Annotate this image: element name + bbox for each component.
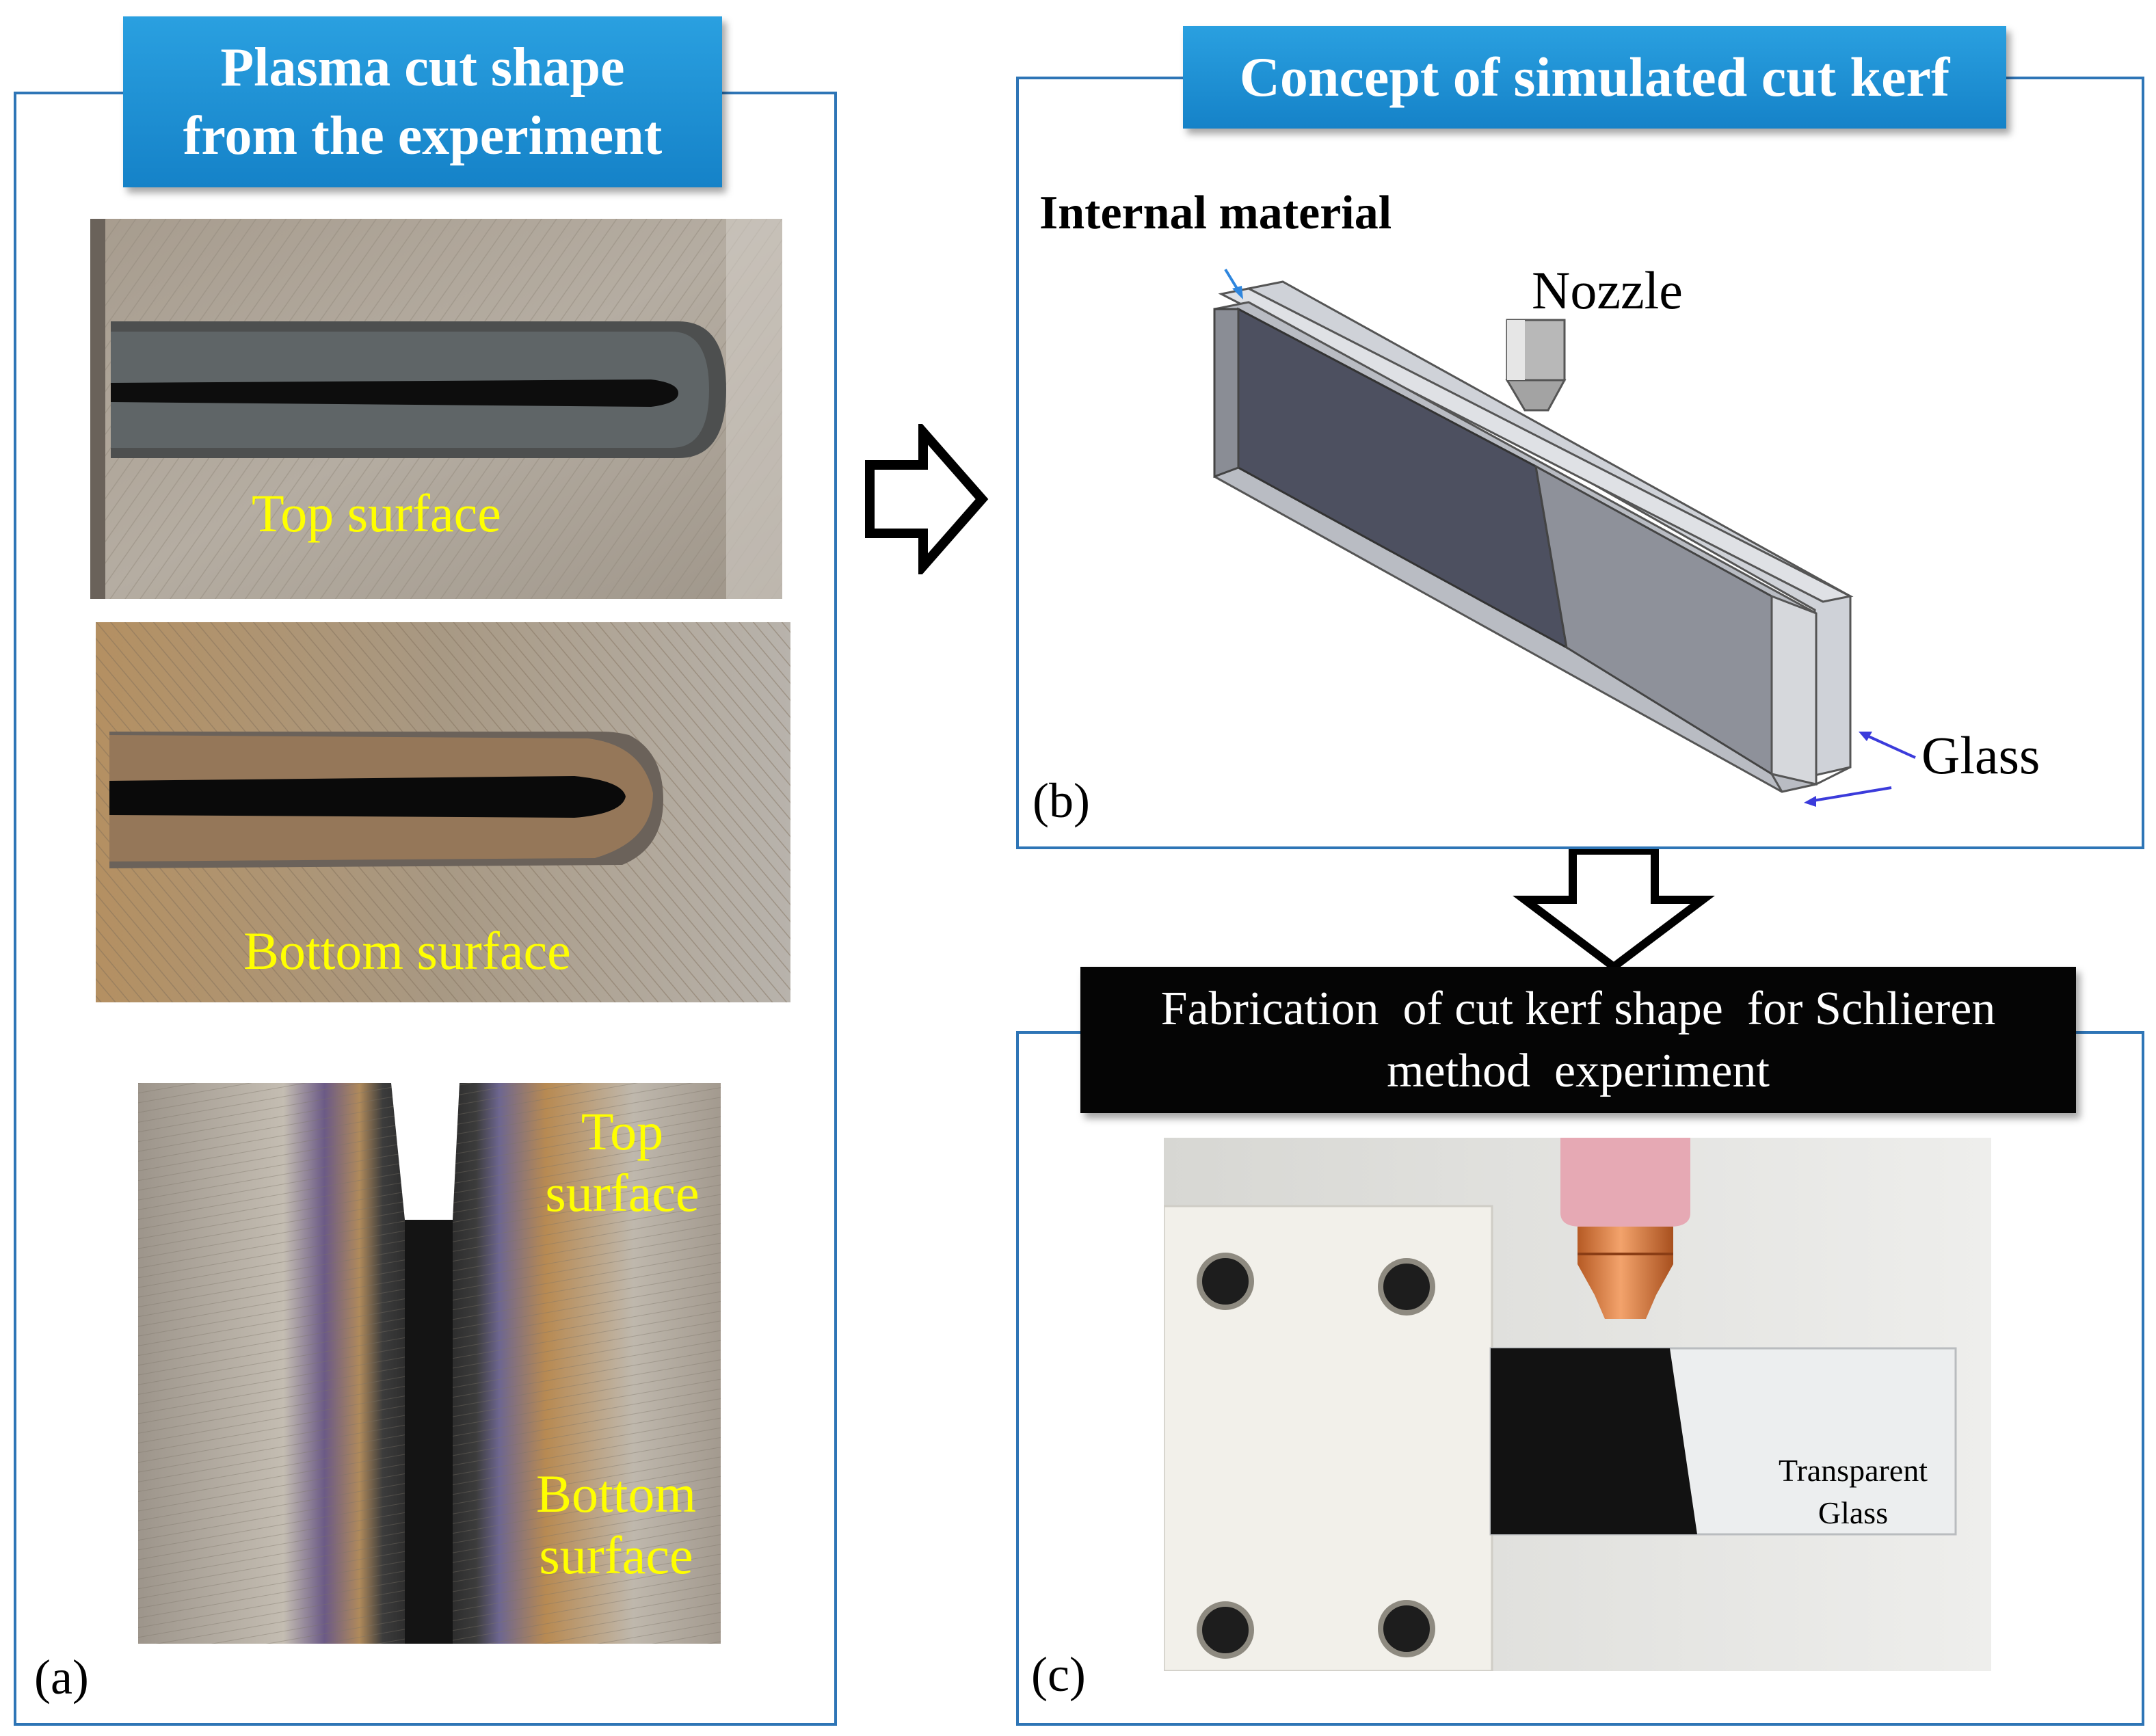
nozzle-icon <box>1505 319 1567 412</box>
label-transparent-glass-line1: Transparent <box>1778 1453 1928 1488</box>
label-internal-material: Internal material <box>1039 187 1392 239</box>
right-arrow-icon <box>865 424 989 574</box>
label-transparent-glass: Transparent Glass <box>1751 1450 1956 1534</box>
panel-a-title-line2: from the experiment <box>183 106 663 166</box>
label-nozzle: Nozzle <box>1532 261 1683 320</box>
caption-cross-bottom-line2: surface <box>539 1525 693 1585</box>
black-kerf-material <box>1491 1348 1697 1534</box>
photo-top-surface <box>90 219 782 599</box>
front-edge-right <box>1770 594 1818 786</box>
label-transparent-glass-line2: Glass <box>1818 1495 1889 1531</box>
simulated-kerf-diagram <box>1213 268 1916 807</box>
caption-bottom-surface: Bottom surface <box>243 921 571 980</box>
bolt-icon <box>1378 1258 1435 1316</box>
caption-top-surface: Top surface <box>252 483 501 543</box>
bolt-icon <box>1197 1601 1254 1659</box>
caption-cross-bottom: Bottom surface <box>524 1463 708 1586</box>
panel-c-title: Fabrication of cut kerf shape for Schlie… <box>1080 967 2076 1113</box>
photo-cross-section-graphic <box>138 1083 721 1644</box>
photo-top-surface-graphic <box>90 219 782 599</box>
panel-c-title-line2: method experiment <box>1387 1045 1770 1097</box>
front-edge-left <box>1213 308 1240 479</box>
panel-a-title: Plasma cut shape from the experiment <box>123 16 722 187</box>
photo-bottom-surface <box>96 622 790 1002</box>
torch-body <box>1560 1138 1690 1227</box>
panel-c-title-line1: Fabrication of cut kerf shape for Schlie… <box>1160 983 1996 1035</box>
glass-pointer-upper <box>1863 733 1916 759</box>
panel-a-label: (a) <box>34 1650 89 1705</box>
caption-cross-top-line1: Top <box>581 1101 664 1161</box>
panel-a-title-line1: Plasma cut shape <box>220 38 625 98</box>
caption-cross-top: Top surface <box>533 1101 711 1223</box>
caption-cross-bottom-line1: Bottom <box>535 1464 697 1523</box>
down-arrow-icon <box>1513 846 1715 972</box>
bolt-icon <box>1378 1600 1435 1657</box>
panel-b-label: (b) <box>1033 773 1090 828</box>
panel-b-title: Concept of simulated cut kerf <box>1183 26 2006 129</box>
label-glass: Glass <box>1921 725 2040 785</box>
panel-c-label: (c) <box>1031 1647 1086 1702</box>
glass-pointer-lower <box>1809 786 1892 803</box>
copper-nozzle-icon <box>1578 1227 1673 1319</box>
photo-bottom-surface-graphic <box>96 622 790 1002</box>
photo-schlieren-setup-graphic <box>1164 1138 1991 1671</box>
photo-cross-section <box>138 1083 721 1644</box>
caption-cross-top-line2: surface <box>545 1162 700 1223</box>
bolt-icon <box>1197 1253 1254 1310</box>
photo-schlieren-setup <box>1164 1138 1991 1671</box>
